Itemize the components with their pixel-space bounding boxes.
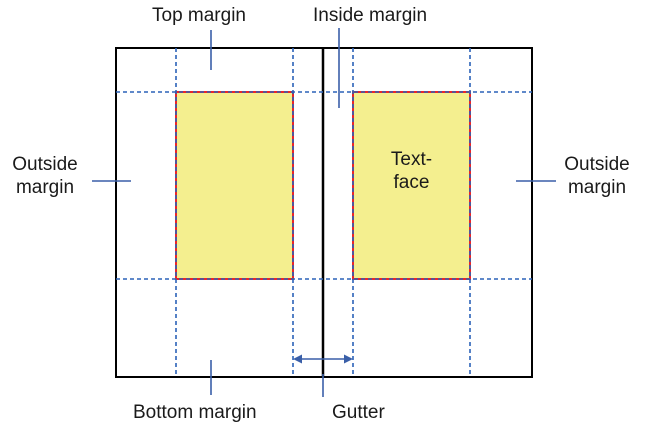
gutter-label: Gutter (332, 402, 385, 423)
outside-margin-left-label: Outside margin (12, 154, 78, 198)
gutter-arrow-left-icon (293, 354, 302, 364)
margin-guides (116, 48, 532, 377)
top-margin-label: Top margin (152, 5, 246, 26)
text-block-right (352, 91, 471, 280)
gutter-arrow-right-icon (344, 354, 353, 364)
outside-margin-right-label: Outside margin (564, 154, 630, 198)
text-block-left (175, 91, 294, 280)
bottom-margin-label: Bottom margin (133, 402, 257, 423)
inside-margin-label: Inside margin (313, 5, 428, 26)
text-face-label: Text- face (390, 149, 433, 193)
